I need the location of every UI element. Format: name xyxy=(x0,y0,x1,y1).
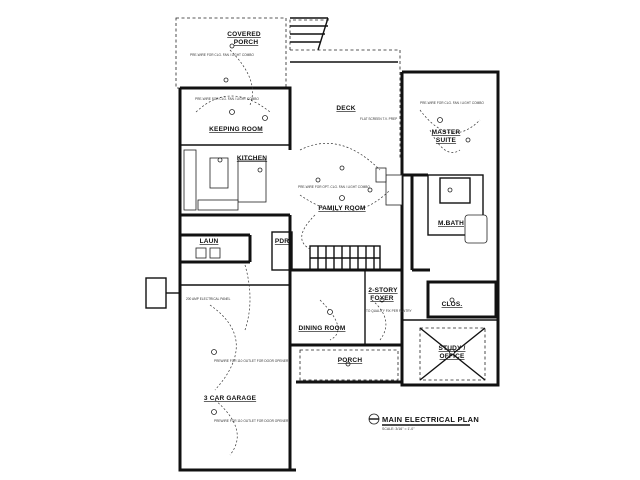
room-kitchen: KITCHEN xyxy=(237,155,267,162)
room-pdr: PDR xyxy=(275,238,289,245)
room-dining-room: DINING ROOM xyxy=(299,325,346,332)
plan-title-block: MAIN ELECTRICAL PLAN SCALE: 3/16" = 1'-0… xyxy=(368,413,479,431)
plan-notes: PRE-WIRE FOR CLG. FAN / LIGHT COMBO PRE-… xyxy=(186,53,484,423)
room-master-suite-2: SUITE xyxy=(436,137,457,144)
note-foyer-light: TO QUALITY FIX PER PANTRY xyxy=(366,309,413,313)
room-mbath: M.BATH xyxy=(438,220,464,227)
note-deck-tv: FLAT SCREEN T.V. PREP xyxy=(360,117,397,121)
note-porch-fan: PRE-WIRE FOR CLG. FAN / LIGHT COMBO xyxy=(190,53,254,57)
room-garage: 3 CAR GARAGE xyxy=(204,395,257,402)
room-covered-porch: COVERED xyxy=(227,31,261,38)
note-garage-door2: PREWIRE FOR 110 OUTLET FOR DOOR OPENER xyxy=(214,419,289,423)
wiring-circuits xyxy=(195,49,481,456)
note-family-fan: PRE-WIRE FOR OPT. CLG. FAN / LIGHT COMBO xyxy=(298,185,370,189)
plan-title: MAIN ELECTRICAL PLAN xyxy=(382,415,479,424)
room-foyer-2: FOYER xyxy=(370,295,393,302)
room-office: OFFICE xyxy=(439,353,464,360)
note-keeping-fan: PRE-WIRE FOR CLG. FAN / LIGHT COMBO xyxy=(195,97,259,101)
room-master-suite: MASTER xyxy=(432,129,461,136)
room-study: STUDY / xyxy=(439,345,466,352)
light-fixtures xyxy=(211,43,471,415)
room-labels: COVERED PORCH DECK KEEPING ROOM KITCHEN … xyxy=(200,31,466,402)
room-family-room: FAMILY ROOM xyxy=(318,205,365,212)
note-panel: 200 AMP ELECTRICAL PANEL xyxy=(186,297,231,301)
room-deck: DECK xyxy=(336,105,355,112)
room-clos: CLOS. xyxy=(442,301,463,308)
plan-scale: SCALE: 3/16" = 1'-0" xyxy=(382,427,415,431)
room-laun: LAUN xyxy=(200,238,219,245)
note-master-fan: PRE-WIRE FOR CLG. FAN / LIGHT COMBO xyxy=(420,101,484,105)
room-keeping-room: KEEPING ROOM xyxy=(209,126,263,133)
room-foyer: 2-STORY xyxy=(368,287,398,294)
exterior-walls xyxy=(145,17,500,472)
room-covered-porch-2: PORCH xyxy=(234,39,259,46)
room-porch: PORCH xyxy=(338,357,363,364)
note-garage-door1: PREWIRE FOR 110 OUTLET FOR DOOR OPENER xyxy=(214,359,289,363)
